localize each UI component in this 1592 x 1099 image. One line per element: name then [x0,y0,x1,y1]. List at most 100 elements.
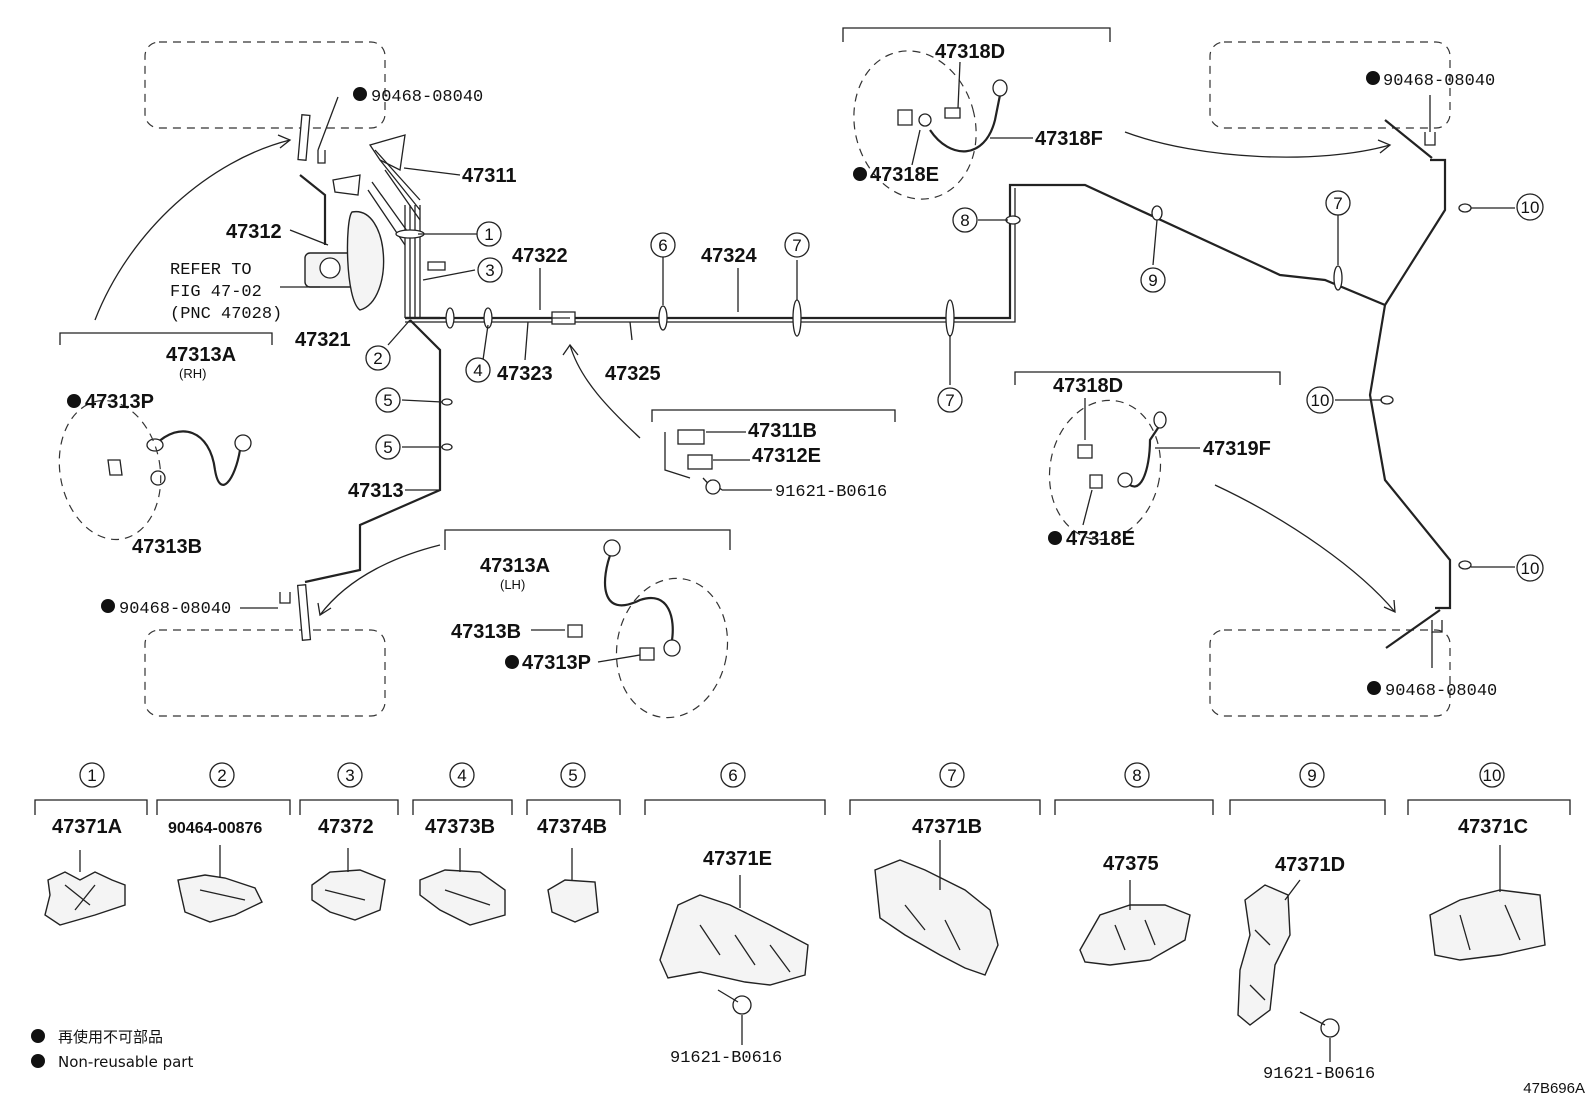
svg-text:5: 5 [383,438,392,457]
label-refer-2: FIG 47-02 [170,283,262,302]
callout-icon [1325,190,1351,216]
label-47313P-lh: 47313P [522,652,591,674]
inset-47318F [842,27,1111,42]
label-47318D-mid: 47318D [1053,375,1123,397]
label-47313A-rh: 47313A [166,344,236,366]
clip-90468-fl [317,150,326,164]
label-47313B-lh: 47313B [451,621,521,643]
svg-text:1: 1 [484,225,493,244]
callout-icon [337,762,363,788]
hose-47319F [1048,399,1167,541]
legend-en: Non-reusable part [58,1053,193,1071]
callout-icon [1124,762,1150,788]
arrow-to-rear-right [1214,484,1396,613]
label-91621-mid: 91621-B0616 [775,483,887,502]
callout-icon [465,357,491,383]
bolt-icon [1320,1018,1340,1038]
svg-text:4: 4 [473,361,482,380]
label-47325: 47325 [605,363,661,385]
label-47312: 47312 [226,221,282,243]
svg-text:10: 10 [1483,766,1502,785]
callout-icon [937,387,963,413]
label-90468-tl: 90468-08040 [371,88,483,107]
part-90464-00876: 90464-00876 [168,820,262,837]
part-91621-bolt-6: 91621-B0616 [670,1049,782,1068]
part-47372: 47372 [318,816,374,838]
inset-47311B [651,409,896,422]
label-47313A-lh: 47313A [480,555,550,577]
svg-text:5: 5 [568,766,577,785]
non-reusable-marker-icon [101,599,115,613]
svg-text:9: 9 [1148,271,1157,290]
wheel-area-front-left [144,41,386,129]
label-47322: 47322 [512,245,568,267]
svg-text:10: 10 [1521,198,1540,217]
parts-col-10: 10 47371C [1407,762,1571,961]
label-refer-1: REFER TO [170,261,252,280]
callout-icon [720,762,746,788]
arrow-to-rear-left [319,544,441,616]
part-47371D: 47371D [1275,854,1345,876]
svg-text:6: 6 [728,766,737,785]
callout-icon [365,345,391,371]
callout-icon [1479,762,1505,788]
hose-47313A-lh [567,539,729,719]
svg-text:9: 9 [1307,766,1316,785]
part-47371C: 47371C [1458,816,1528,838]
callout-icon [476,221,502,247]
part-91621-bolt-9: 91621-B0616 [1263,1065,1375,1084]
parts-row: 1 47371A 2 90464-00876 3 47372 4 47373B [34,762,1571,1084]
parts-col-3: 3 47372 [299,762,399,921]
parts-col-8: 8 47375 [1054,762,1214,966]
figure-id: 47B696A [1523,1080,1585,1097]
legend-jp: 再使用不可部品 [58,1028,163,1046]
filled-circle-icon [31,1054,45,1068]
svg-text:8: 8 [1132,766,1141,785]
parts-col-4: 4 47373B [412,762,513,926]
label-47323: 47323 [497,363,553,385]
part-47374B: 47374B [537,816,607,838]
label-lh: (LH) [500,577,525,592]
svg-text:2: 2 [373,349,382,368]
parts-col-6: 6 47371E 91621-B0616 [644,762,826,1068]
svg-text:6: 6 [658,236,667,255]
pipe-47312 [299,174,327,245]
svg-text:3: 3 [485,261,494,280]
parts-col-1: 1 47371A [34,762,148,926]
arrow-to-front-left [94,139,291,321]
svg-text:7: 7 [1333,194,1342,213]
part-labels: 90468-08040 47311 47312 REFER TO FIG 47-… [67,41,1497,701]
label-47319F: 47319F [1203,438,1271,460]
callout-icon [1306,386,1334,414]
label-47311B: 47311B [748,420,817,442]
svg-text:7: 7 [945,391,954,410]
parts-col-7: 7 47371B [849,762,1041,976]
callout-icon [560,762,586,788]
callout-icon [952,207,978,233]
label-47313B-rh: 47313B [132,536,202,558]
label-47318F: 47318F [1035,128,1103,150]
filled-circle-icon [31,1029,45,1043]
hose-47313A-rh [58,399,252,541]
svg-text:1: 1 [87,766,96,785]
label-47324: 47324 [701,245,757,267]
hose-47318F [853,50,1008,200]
pipe-47313 [304,319,442,584]
svg-text:4: 4 [457,766,466,785]
label-47318E-top: 47318E [870,164,939,186]
svg-text:2: 2 [217,766,226,785]
inset-47319F [1014,371,1281,385]
pipe-rear-right [1368,304,1452,610]
parts-col-2: 2 90464-00876 [156,762,291,923]
non-reusable-marker-icon [1048,531,1062,545]
callout-icon [939,762,965,788]
legend: 再使用不可部品 Non-reusable part [31,1028,193,1071]
callout-icon [79,762,105,788]
wheel-area-rear-right [1209,629,1451,717]
svg-text:10: 10 [1311,391,1330,410]
callout-icon [1516,554,1544,582]
part-47371E: 47371E [703,848,772,870]
label-47318E-mid: 47318E [1066,528,1135,550]
callout-icon [1516,193,1544,221]
non-reusable-marker-icon [505,655,519,669]
